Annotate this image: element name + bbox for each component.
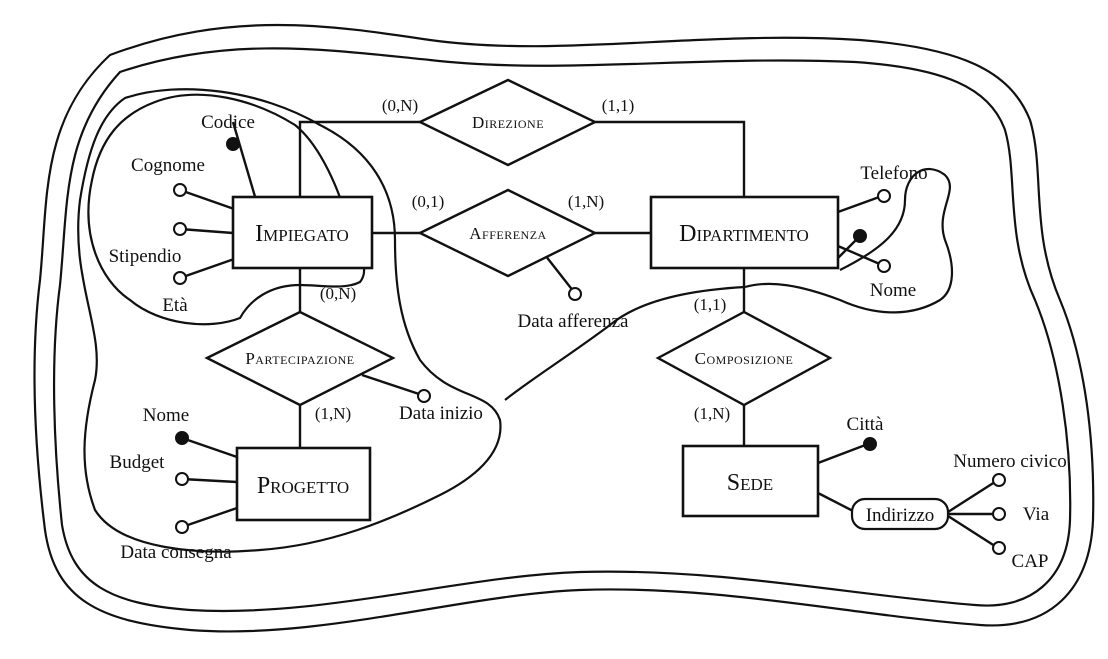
entity-progetto-label: Progetto — [257, 473, 349, 499]
attribute-stipendio-label: Stipendio — [109, 246, 182, 267]
attribute-indirizzo-label: Indirizzo — [866, 505, 935, 526]
cardinality-dipartimento-composizione: (1,1) — [694, 295, 727, 314]
attribute-nome-dip-label: Nome — [870, 280, 916, 301]
cardinality-sede-composizione: (1,N) — [694, 404, 730, 423]
cardinality-labels: (0,N) (1,1) (0,1) (1,N) (0,N) (1,N) (1,1… — [315, 96, 730, 423]
cardinality-dipartimento-afferenza: (1,N) — [568, 192, 604, 211]
relationship-afferenza: Afferenza — [417, 188, 598, 278]
relationship-partecipazione: Partecipazione — [204, 310, 396, 407]
attribute-budget-label: Budget — [110, 452, 166, 473]
attribute-codice-label: Codice — [201, 112, 255, 133]
entity-sede-label: Sede — [727, 470, 773, 496]
attribute-telefono-marker — [877, 189, 891, 203]
relationship-direzione-label: Direzione — [472, 113, 544, 132]
entity-impiegato-label: Impiegato — [255, 221, 349, 247]
outer-boundary-outer — [33, 23, 1095, 633]
attribute-via-label: Via — [1023, 504, 1050, 525]
attribute-data-afferenza-label: Data afferenza — [518, 311, 629, 332]
attribute-citta-label: Città — [847, 414, 885, 435]
attribute-nome-dip-marker — [877, 259, 891, 273]
attribute-data-consegna-label: Data consegna — [120, 542, 232, 563]
attribute-cognome-marker — [173, 183, 187, 197]
attribute-nome-prog-marker — [175, 431, 189, 445]
attribute-citta-marker — [863, 437, 877, 451]
attribute-data-afferenza-marker — [568, 287, 582, 301]
dipartimento-cluster — [504, 168, 954, 401]
attribute-data-consegna-marker — [175, 520, 189, 534]
attribute-stipendio-marker — [173, 222, 187, 236]
attribute-cap-label: CAP — [1012, 551, 1049, 572]
attribute-budget-marker — [175, 472, 189, 486]
cardinality-impiegato-direzione: (0,N) — [382, 96, 418, 115]
cardinality-dipartimento-direzione: (1,1) — [602, 96, 635, 115]
relationship-composizione: Composizione — [655, 310, 833, 407]
attribute-cap-marker — [992, 541, 1006, 555]
relationship-direzione: Direzione — [417, 78, 598, 167]
attribute-nome-dip-key-marker — [853, 229, 867, 243]
relationship-partecipazione-label: Partecipazione — [245, 349, 354, 368]
relationship-afferenza-label: Afferenza — [469, 224, 546, 243]
cardinality-impiegato-partecipazione: (0,N) — [320, 284, 356, 303]
attribute-nome-prog-label: Nome — [143, 405, 189, 426]
relationship-composizione-label: Composizione — [695, 349, 794, 368]
attribute-eta-marker — [173, 271, 187, 285]
attribute-codice-marker — [226, 137, 240, 151]
attribute-via-marker — [992, 507, 1006, 521]
entity-sede: Sede — [681, 444, 820, 518]
attribute-numero-civico-marker — [992, 473, 1006, 487]
attribute-telefono-label: Telefono — [860, 163, 927, 184]
cardinality-impiegato-afferenza: (0,1) — [412, 192, 445, 211]
attribute-cognome-label: Cognome — [131, 155, 205, 176]
impiegato-progetto-cluster — [77, 88, 502, 553]
entity-dipartimento: Dipartimento — [649, 195, 840, 270]
attribute-markers — [173, 137, 1006, 555]
connectors — [179, 120, 999, 550]
entity-impiegato: Impiegato — [231, 195, 374, 270]
entity-progetto: Progetto — [235, 446, 372, 522]
attribute-data-inizio-label: Data inizio — [399, 403, 483, 424]
attribute-labels: Codice Cognome Stipendio Età Telefono No… — [109, 112, 1067, 572]
cardinality-progetto-partecipazione: (1,N) — [315, 404, 351, 423]
entity-dipartimento-label: Dipartimento — [679, 221, 809, 247]
outer-boundary-inner — [52, 47, 1072, 613]
attribute-data-inizio-marker — [417, 389, 431, 403]
attribute-eta-label: Età — [162, 295, 188, 316]
attribute-numero-civico-label: Numero civico — [953, 451, 1066, 472]
attribute-indirizzo: Indirizzo — [850, 497, 950, 531]
